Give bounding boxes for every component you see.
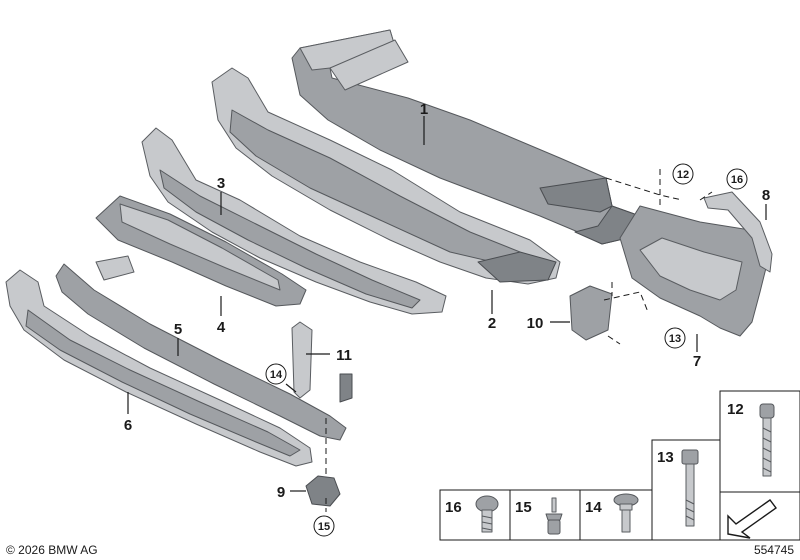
alignment-lines: [325, 168, 713, 512]
callout-7: 7: [693, 353, 701, 370]
legend-label-16: 16: [445, 499, 462, 516]
callout-circle-12: [672, 163, 694, 185]
part-2-energy-absorber[interactable]: [211, 67, 561, 285]
part-11-bracket[interactable]: [291, 321, 313, 399]
fastener-legend: 12 13 14 15 16: [439, 390, 800, 541]
rivet-15-icon: [545, 497, 563, 535]
callout-circle-16: [726, 168, 748, 190]
callout-numbers: 1 2 3 4 5 6 7 8 9 10 11: [124, 101, 770, 501]
legend-label-15: 15: [515, 499, 532, 516]
callout-circle-13: [664, 327, 686, 349]
copyright-text: © 2026 BMW AG: [6, 543, 98, 557]
callout-4: 4: [217, 319, 226, 336]
callout-9: 9: [277, 484, 285, 501]
callout-16: 16: [731, 174, 743, 186]
part-7-bracket-frame[interactable]: [619, 205, 769, 337]
callout-circle-15: [313, 515, 335, 537]
screw-16-icon: [475, 495, 499, 533]
callout-11: 11: [336, 347, 352, 364]
circled-callouts: 12 16 13 14 15: [265, 163, 748, 537]
part-1-bumper-carrier[interactable]: [291, 29, 641, 245]
callout-12: 12: [677, 169, 689, 181]
part-9-clip[interactable]: [305, 475, 341, 507]
leader-lines: [127, 116, 767, 492]
part-5-lower-crossmember[interactable]: [55, 255, 353, 441]
callout-5: 5: [174, 321, 182, 338]
callout-13: 13: [669, 333, 681, 345]
screw-14-icon: [613, 493, 639, 533]
legend-label-14: 14: [585, 499, 602, 516]
part-10-holder[interactable]: [569, 285, 613, 341]
callout-15: 15: [318, 521, 330, 533]
bolt-13-icon: [681, 449, 699, 527]
part-3-impact-bracket[interactable]: [141, 127, 447, 315]
part-8-side-bracket[interactable]: [703, 191, 773, 273]
bolt-12-icon: [759, 403, 775, 477]
part-4-grid-carrier[interactable]: [95, 195, 307, 307]
part-6-lower-trim[interactable]: [5, 269, 313, 467]
drawing-number: 554745: [754, 543, 794, 557]
callout-14: 14: [270, 369, 283, 381]
legend-label-12: 12: [727, 401, 744, 418]
legend-cell-16[interactable]: [439, 489, 511, 541]
legend-label-13: 13: [657, 449, 674, 466]
callout-1: 1: [420, 101, 428, 118]
callout-10: 10: [527, 315, 544, 332]
direction-arrow-icon: [727, 499, 777, 539]
callout-2: 2: [488, 315, 496, 332]
callout-8: 8: [762, 187, 770, 204]
callout-circle-14: [265, 363, 287, 385]
callout-3: 3: [217, 175, 225, 192]
legend-cell-15[interactable]: [509, 489, 581, 541]
callout-6: 6: [124, 417, 132, 434]
